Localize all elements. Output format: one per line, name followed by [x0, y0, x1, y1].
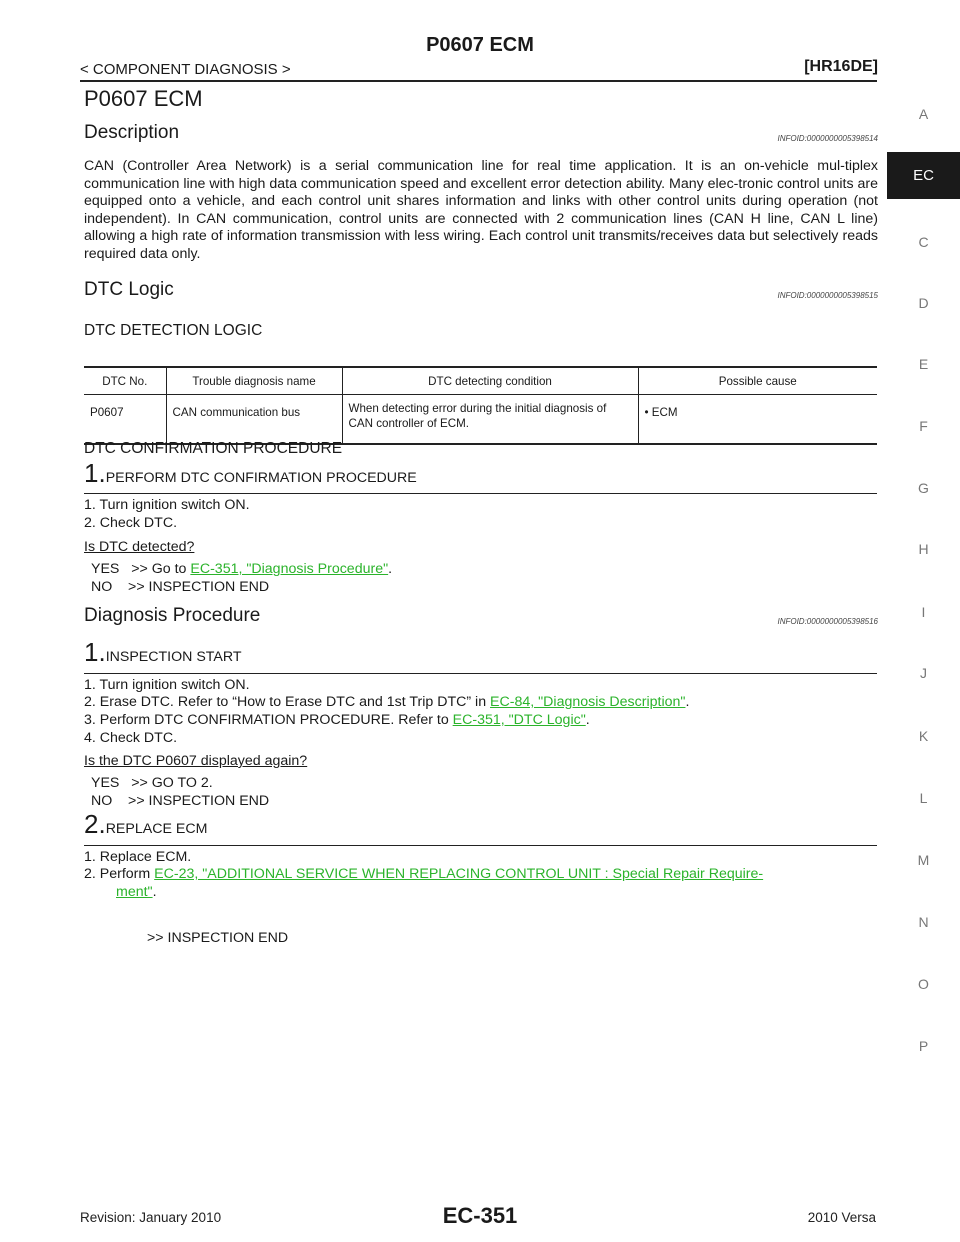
- col-possible-cause: Possible cause: [637, 366, 877, 395]
- step-number: 1.: [84, 637, 106, 667]
- dtc-logic-infoid: INFOID:0000000005398515: [777, 291, 878, 300]
- index-tab-o[interactable]: O: [918, 976, 929, 992]
- diagnosis-procedure-link[interactable]: EC-351, "Diagnosis Procedure": [190, 561, 389, 577]
- diagnosis-heading: Diagnosis Procedure: [84, 605, 261, 626]
- step-number: 1.: [84, 458, 106, 488]
- diag-item-3: 3. Perform DTC CONFIRMATION PROCEDURE. R…: [84, 712, 590, 728]
- step-number: 2.: [84, 809, 106, 839]
- diag-item-2: 2. Erase DTC. Refer to “How to Erase DTC…: [84, 694, 689, 710]
- cell-possible-cause: • ECM: [637, 394, 877, 445]
- table-row: P0607 CAN communication bus When detecti…: [84, 394, 877, 445]
- cell-detecting-condition: When detecting error during the initial …: [341, 394, 638, 445]
- replace-item-1: 1. Replace ECM.: [84, 849, 192, 865]
- description-infoid: INFOID:0000000005398514: [777, 134, 878, 143]
- diagnosis-description-link[interactable]: EC-84, "Diagnosis Description": [490, 694, 686, 710]
- index-tab-f[interactable]: F: [919, 418, 928, 434]
- index-tab-i[interactable]: I: [921, 604, 926, 620]
- index-tab-j[interactable]: J: [920, 665, 927, 681]
- yes-suffix: .: [388, 561, 393, 577]
- col-detecting-condition: DTC detecting condition: [341, 366, 638, 395]
- index-tab-k[interactable]: K: [918, 728, 929, 744]
- col-dtc-no: DTC No.: [84, 366, 166, 395]
- replace-item-2-cont: ment".: [116, 884, 157, 900]
- dtc-logic-heading: DTC Logic: [84, 279, 174, 300]
- item-text: 2. Erase DTC. Refer to “How to Erase DTC…: [84, 694, 491, 710]
- index-tab-g[interactable]: G: [918, 480, 929, 496]
- diag-step-1-heading: 1.INSPECTION START: [84, 637, 242, 668]
- replace-item-2: 2. Perform EC-23, "ADDITIONAL SERVICE WH…: [84, 866, 880, 882]
- index-tab-a[interactable]: A: [918, 106, 929, 122]
- dtc-logic-link[interactable]: EC-351, "DTC Logic": [452, 712, 586, 728]
- page-header-title: P0607 ECM: [426, 34, 534, 56]
- cell-dtc-no: P0607: [84, 394, 166, 445]
- index-tab-l[interactable]: L: [919, 790, 928, 806]
- dtc-confirmation-heading: DTC CONFIRMATION PROCEDURE: [84, 440, 343, 457]
- diag-question: Is the DTC P0607 displayed again?: [84, 753, 308, 769]
- index-tab-h[interactable]: H: [918, 541, 929, 557]
- confirm-no: NO >> INSPECTION END: [91, 579, 270, 595]
- side-index: A EC C D E F G H I J K L M N O P: [887, 0, 960, 1242]
- replace-end: >> INSPECTION END: [147, 930, 289, 946]
- footer-model: 2010 Versa: [807, 1210, 876, 1225]
- dtc-table-header-row: DTC No. Trouble diagnosis name DTC detec…: [84, 366, 877, 395]
- index-tab-n[interactable]: N: [918, 914, 929, 930]
- diag-item-1: 1. Turn ignition switch ON.: [84, 677, 250, 693]
- footer-revision: Revision: January 2010: [80, 1210, 222, 1225]
- confirm-yes: YES >> Go to EC-351, "Diagnosis Procedur…: [91, 561, 392, 577]
- item-text: 3. Perform DTC CONFIRMATION PROCEDURE. R…: [84, 712, 453, 728]
- step-title: INSPECTION START: [105, 649, 242, 665]
- item-suffix: .: [685, 694, 690, 710]
- diag-step-2-heading: 2.REPLACE ECM: [84, 809, 207, 840]
- step-rule: [84, 493, 877, 494]
- cell-trouble-name: CAN communication bus: [165, 394, 342, 445]
- page-number: EC-351: [442, 1203, 518, 1228]
- step-rule: [84, 673, 877, 674]
- header-rule: [80, 80, 877, 82]
- dtc-detection-logic-heading: DTC DETECTION LOGIC: [84, 322, 263, 339]
- confirm-question: Is DTC detected?: [84, 539, 195, 555]
- section-label: < COMPONENT DIAGNOSIS >: [80, 61, 291, 78]
- index-tab-c[interactable]: C: [918, 234, 929, 250]
- index-tab-d[interactable]: D: [918, 295, 929, 311]
- step-title: PERFORM DTC CONFIRMATION PROCEDURE: [105, 470, 417, 486]
- additional-service-link-cont[interactable]: ment": [116, 884, 153, 900]
- diag-item-4: 4. Check DTC.: [84, 730, 178, 746]
- index-tab-e[interactable]: E: [918, 356, 929, 372]
- index-tab-ec-active[interactable]: EC: [887, 152, 960, 199]
- step-rule: [84, 845, 877, 846]
- item-suffix: .: [152, 884, 157, 900]
- confirm-item-2: 2. Check DTC.: [84, 515, 178, 531]
- description-heading: Description: [84, 122, 180, 143]
- diag-no: NO >> INSPECTION END: [91, 793, 270, 809]
- index-tab-p[interactable]: P: [918, 1038, 929, 1054]
- item-suffix: .: [585, 712, 590, 728]
- confirm-item-1: 1. Turn ignition switch ON.: [84, 497, 250, 513]
- index-tab-m[interactable]: M: [917, 852, 930, 868]
- additional-service-link[interactable]: EC-23, "ADDITIONAL SERVICE WHEN REPLACIN…: [154, 866, 764, 882]
- page-heading: P0607 ECM: [84, 86, 203, 111]
- diag-yes: YES >> GO TO 2.: [91, 775, 213, 791]
- confirm-step-1-heading: 1.PERFORM DTC CONFIRMATION PROCEDURE: [84, 458, 417, 489]
- engine-code: [HR16DE]: [804, 58, 878, 75]
- diagnosis-infoid: INFOID:0000000005398516: [777, 617, 878, 626]
- step-title: REPLACE ECM: [105, 821, 208, 837]
- dtc-table: DTC No. Trouble diagnosis name DTC detec…: [84, 366, 877, 445]
- yes-label: YES >> Go to: [91, 561, 191, 577]
- col-trouble-name: Trouble diagnosis name: [165, 366, 342, 395]
- item-text: 2. Perform: [84, 866, 155, 882]
- description-text: CAN (Controller Area Network) is a seria…: [84, 158, 878, 262]
